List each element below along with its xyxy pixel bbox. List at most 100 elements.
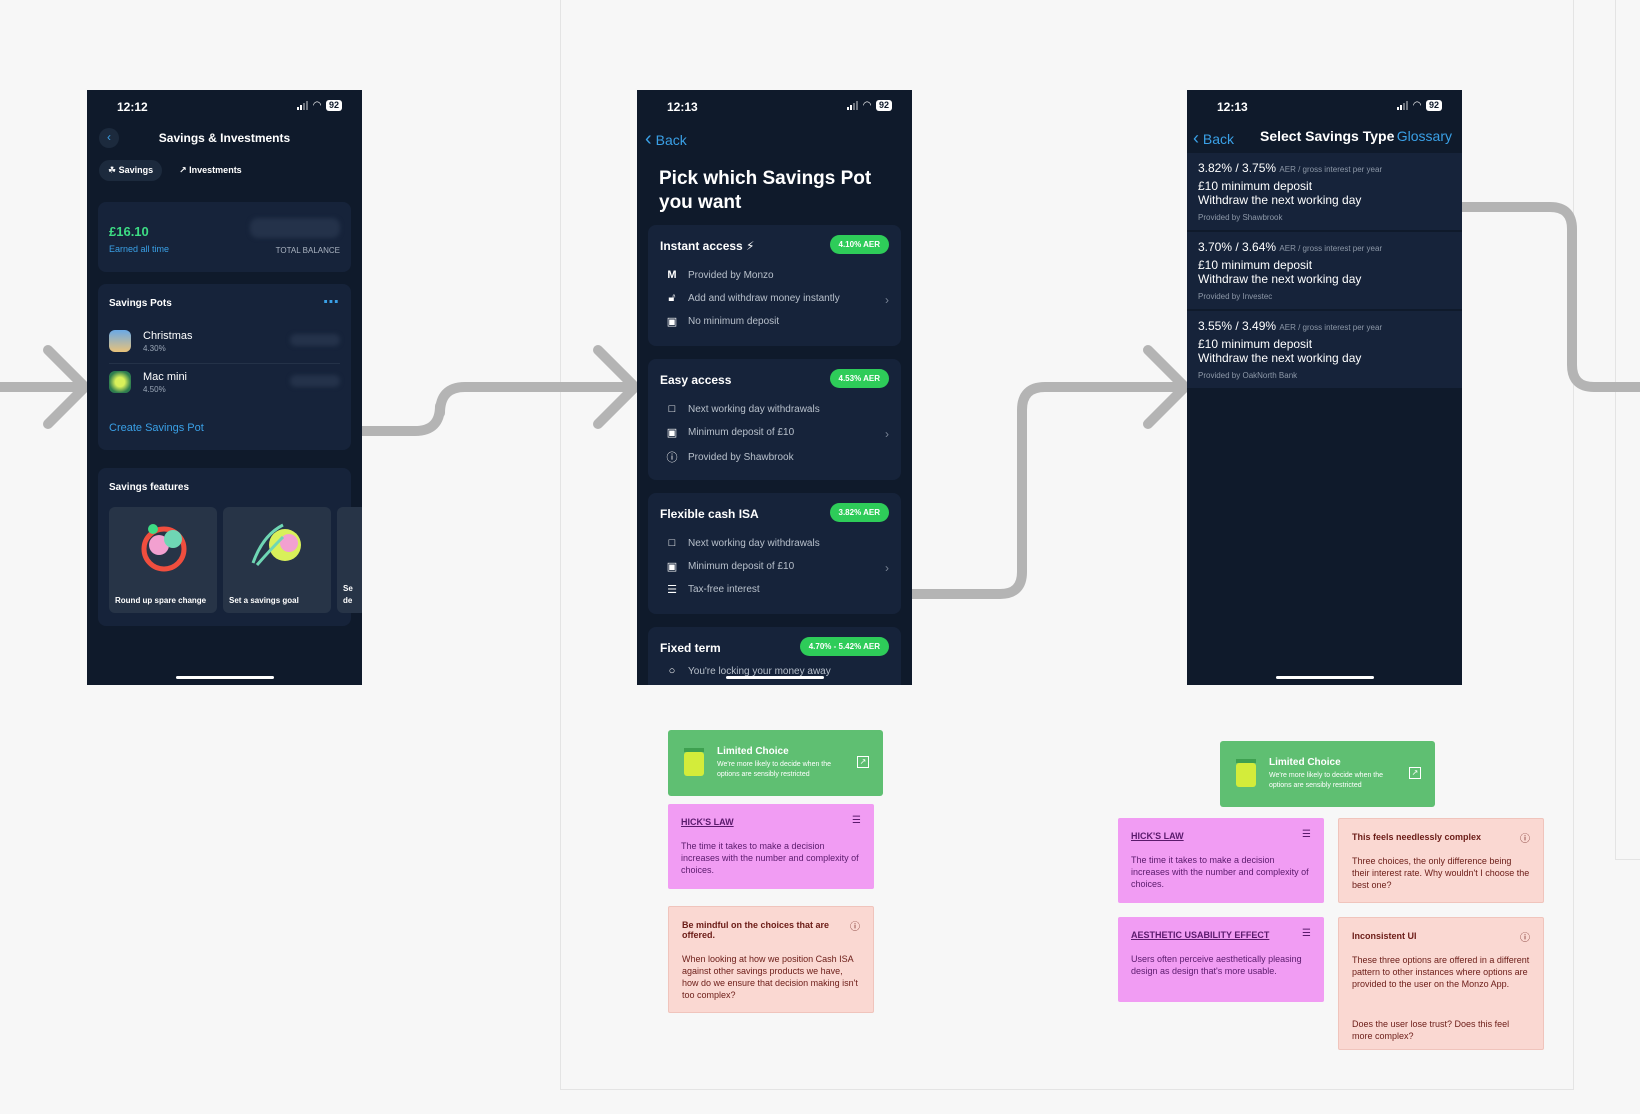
card-title: Limited Choice bbox=[717, 746, 789, 757]
tab-investments[interactable]: ↗ Investments bbox=[179, 165, 242, 175]
info-circle-icon: ⓘ bbox=[850, 922, 860, 933]
option-title: Fixed term bbox=[660, 641, 721, 655]
note-title: Inconsistent UI bbox=[1352, 931, 1417, 941]
section-frame bbox=[560, 0, 1574, 1090]
chevron-right-icon: › bbox=[885, 561, 889, 575]
signal-icon bbox=[1397, 101, 1409, 110]
lock-icon: ○ bbox=[668, 665, 676, 677]
chevron-right-icon: › bbox=[885, 293, 889, 307]
status-time: 12:12 bbox=[117, 100, 148, 114]
external-link-icon[interactable]: ↗ bbox=[857, 756, 869, 768]
sticky-inconsistent-ui: Inconsistent UI ⓘ These three options ar… bbox=[1338, 917, 1544, 1050]
note-title[interactable]: HICK'S LAW bbox=[1131, 831, 1184, 841]
earned-amount: £16.10 bbox=[109, 224, 149, 239]
feature-round-up[interactable]: Round up spare change bbox=[109, 507, 217, 613]
info-circle-icon: ⓘ bbox=[1520, 933, 1530, 944]
signal-icon bbox=[847, 101, 859, 110]
chevron-left-icon: ‹ bbox=[645, 128, 652, 150]
pot-name: Christmas bbox=[143, 330, 193, 342]
note-desc: The time it takes to make a decision inc… bbox=[681, 841, 859, 875]
signal-icon bbox=[297, 101, 309, 110]
sticky-hicks-law: HICK'S LAW ☰ The time it takes to make a… bbox=[1118, 818, 1324, 903]
option-title: Easy access bbox=[660, 373, 732, 387]
savings-features-card: Savings features Round up spare change bbox=[98, 468, 362, 626]
rate-withdraw: Withdraw the next working day bbox=[1198, 193, 1362, 207]
chevron-right-icon: › bbox=[885, 427, 889, 441]
aer-badge: 4.10% AER bbox=[829, 235, 889, 254]
pot-image bbox=[109, 371, 131, 393]
feature-partial[interactable]: Se de bbox=[337, 507, 362, 613]
phone-select-savings-type: 12:13 ◠ 92 ‹ Back Select Savings Type Gl… bbox=[1187, 90, 1462, 685]
status-bar: 12:12 ◠ 92 bbox=[117, 100, 342, 116]
receipt-icon: ☰ bbox=[667, 584, 677, 596]
rate-option[interactable]: 3.70% / 3.64% AER / gross interest per y… bbox=[1187, 232, 1462, 310]
jar-icon bbox=[1236, 759, 1256, 763]
pot-rate: 4.50% bbox=[143, 385, 166, 394]
option-fixed-term[interactable]: Fixed term 4.70% - 5.42% AER ○You're loc… bbox=[648, 627, 901, 685]
feature-label: Se de bbox=[343, 584, 353, 605]
option-easy-access[interactable]: Easy access 4.53% AER □Next working day … bbox=[648, 359, 901, 480]
feature-savings-goal[interactable]: Set a savings goal bbox=[223, 507, 331, 613]
aer-badge: 4.70% - 5.42% AER bbox=[799, 637, 889, 656]
jar-icon bbox=[684, 748, 704, 752]
battery-icon: 92 bbox=[1425, 100, 1442, 111]
pot-christmas[interactable]: Christmas 4.30% bbox=[109, 324, 340, 364]
status-bar: 12:13 ◠ 92 bbox=[1217, 100, 1442, 116]
tab-bar: ☘ Savings ↗ Investments bbox=[99, 160, 251, 181]
pot-image bbox=[109, 330, 131, 352]
trend-icon: ↗ bbox=[179, 165, 187, 175]
balance-card[interactable]: £16.10 Earned all time TOTAL BALANCE bbox=[98, 202, 351, 272]
wifi-icon: ◠ bbox=[1413, 100, 1421, 111]
glossary-link[interactable]: Glossary bbox=[1396, 128, 1452, 144]
phone-pick-savings-pot: 12:13 ◠ 92 ‹Back Pick which Savings Pot … bbox=[637, 90, 912, 685]
rate-option[interactable]: 3.82% / 3.75% AER / gross interest per y… bbox=[1187, 153, 1462, 231]
rate-min: £10 minimum deposit bbox=[1198, 337, 1313, 351]
total-balance-label: TOTAL BALANCE bbox=[275, 246, 340, 255]
option-row: ▣Minimum deposit of £10 bbox=[666, 561, 795, 573]
note-desc: Three choices, the only difference being… bbox=[1352, 856, 1530, 890]
pot-mac-mini[interactable]: Mac mini 4.50% bbox=[109, 365, 340, 405]
option-title: Flexible cash ISA bbox=[660, 507, 759, 521]
option-flexible-cash-isa[interactable]: Flexible cash ISA 3.82% AER □Next workin… bbox=[648, 493, 901, 614]
status-time: 12:13 bbox=[667, 100, 698, 114]
rate-value: 3.82% / 3.75% bbox=[1198, 161, 1277, 175]
card-title: Limited Choice bbox=[1269, 757, 1341, 768]
home-indicator bbox=[175, 676, 274, 679]
back-button[interactable]: ‹ bbox=[99, 128, 119, 148]
more-icon[interactable]: ⋯ bbox=[323, 294, 340, 311]
battery-icon: 92 bbox=[875, 100, 892, 111]
limited-choice-card[interactable]: Limited Choice We're more likely to deci… bbox=[668, 730, 883, 796]
external-link-icon[interactable]: ↗ bbox=[1409, 767, 1421, 779]
note-title[interactable]: HICK'S LAW bbox=[681, 817, 734, 827]
page-title: Savings & Investments bbox=[158, 131, 291, 145]
back-button[interactable]: ‹Back bbox=[645, 128, 687, 150]
sticky-needlessly-complex: This feels needlessly complex ⓘ Three ch… bbox=[1338, 818, 1544, 903]
sticky-mindful: Be mindful on the choices that are offer… bbox=[668, 906, 874, 1013]
note-title[interactable]: AESTHETIC USABILITY EFFECT bbox=[1131, 930, 1270, 940]
sticky-aesthetic-usability: AESTHETIC USABILITY EFFECT ☰ Users often… bbox=[1118, 917, 1324, 1002]
limited-choice-card[interactable]: Limited Choice We're more likely to deci… bbox=[1220, 741, 1435, 807]
list-icon: ☰ bbox=[1302, 928, 1311, 939]
rate-option[interactable]: 3.55% / 3.49% AER / gross interest per y… bbox=[1187, 311, 1462, 389]
create-savings-pot-link[interactable]: Create Savings Pot bbox=[109, 422, 204, 434]
home-indicator bbox=[725, 676, 824, 679]
back-button[interactable]: ‹ Back bbox=[1193, 128, 1235, 148]
feature-label: Round up spare change bbox=[115, 596, 207, 605]
rate-min: £10 minimum deposit bbox=[1198, 179, 1313, 193]
unlock-icon: 🔓︎ bbox=[668, 292, 676, 304]
tab-savings[interactable]: ☘ Savings bbox=[99, 160, 163, 181]
wifi-icon: ◠ bbox=[863, 100, 871, 111]
rate-aer: AER / gross interest per year bbox=[1279, 323, 1383, 332]
page-heading: Pick which Savings Pot you want bbox=[659, 168, 872, 213]
list-icon: ☰ bbox=[1302, 829, 1311, 840]
nav-bar: ‹ Back Select Savings Type Glossary bbox=[1193, 128, 1456, 148]
option-row: ▣Minimum deposit of £10 bbox=[666, 427, 795, 439]
rate-provider: Provided by Investec bbox=[1198, 292, 1273, 301]
card-desc: We're more likely to decide when the opt… bbox=[717, 761, 832, 778]
option-row: □Next working day withdrawals bbox=[665, 403, 820, 415]
cash-icon: ▣ bbox=[666, 427, 678, 439]
status-bar: 12:13 ◠ 92 bbox=[667, 100, 892, 116]
aer-badge: 4.53% AER bbox=[829, 369, 889, 388]
rate-provider: Provided by Shawbrook bbox=[1198, 213, 1283, 222]
